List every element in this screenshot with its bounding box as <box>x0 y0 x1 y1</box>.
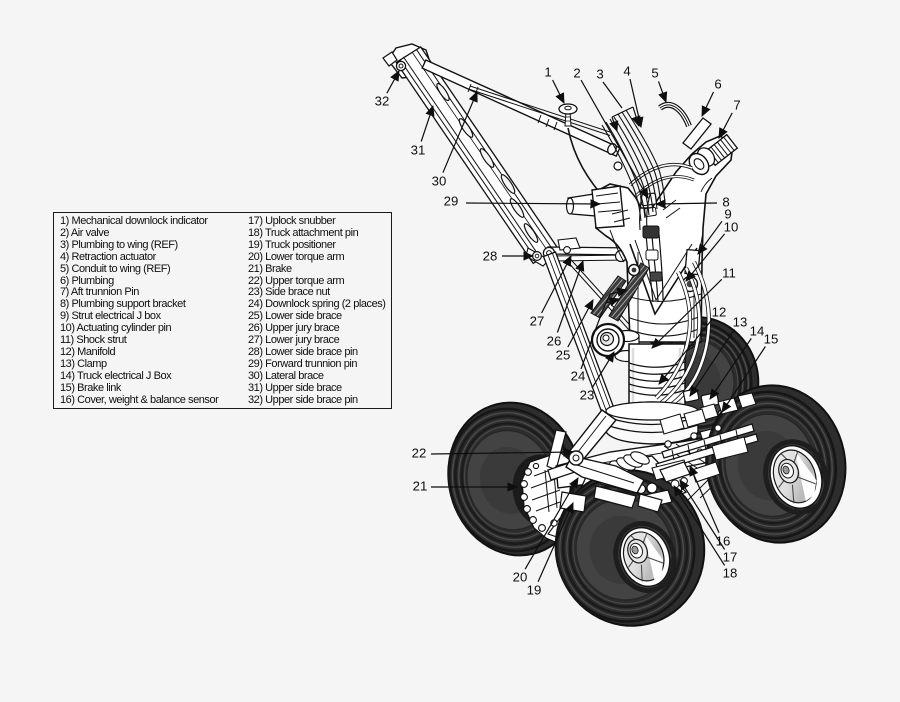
svg-text:19: 19 <box>527 583 542 598</box>
svg-text:13: 13 <box>733 315 748 330</box>
svg-text:27: 27 <box>530 314 545 329</box>
svg-text:2: 2 <box>573 66 580 81</box>
svg-text:28: 28 <box>483 249 498 264</box>
svg-text:32: 32 <box>375 94 390 109</box>
svg-text:29: 29 <box>444 194 459 209</box>
svg-text:11: 11 <box>722 266 736 281</box>
svg-text:8: 8 <box>722 195 729 210</box>
svg-text:25: 25 <box>556 348 571 363</box>
svg-text:31: 31 <box>411 143 426 158</box>
svg-text:6: 6 <box>714 77 721 92</box>
svg-text:26: 26 <box>547 334 562 349</box>
svg-text:7: 7 <box>733 98 740 113</box>
svg-text:23: 23 <box>580 388 595 403</box>
svg-text:18: 18 <box>723 566 738 581</box>
svg-text:12: 12 <box>712 305 727 320</box>
svg-text:9: 9 <box>724 207 731 222</box>
svg-text:14: 14 <box>750 324 765 339</box>
svg-text:1: 1 <box>544 65 551 80</box>
svg-text:24: 24 <box>571 369 586 384</box>
svg-text:17: 17 <box>723 550 738 565</box>
svg-text:4: 4 <box>623 64 630 79</box>
svg-text:16: 16 <box>716 534 731 549</box>
svg-text:3: 3 <box>596 67 603 82</box>
svg-text:22: 22 <box>412 446 427 461</box>
svg-text:15: 15 <box>764 332 779 347</box>
svg-text:10: 10 <box>724 220 739 235</box>
svg-text:5: 5 <box>651 66 658 81</box>
svg-text:21: 21 <box>413 479 428 494</box>
svg-text:30: 30 <box>432 174 447 189</box>
svg-text:20: 20 <box>513 570 528 585</box>
